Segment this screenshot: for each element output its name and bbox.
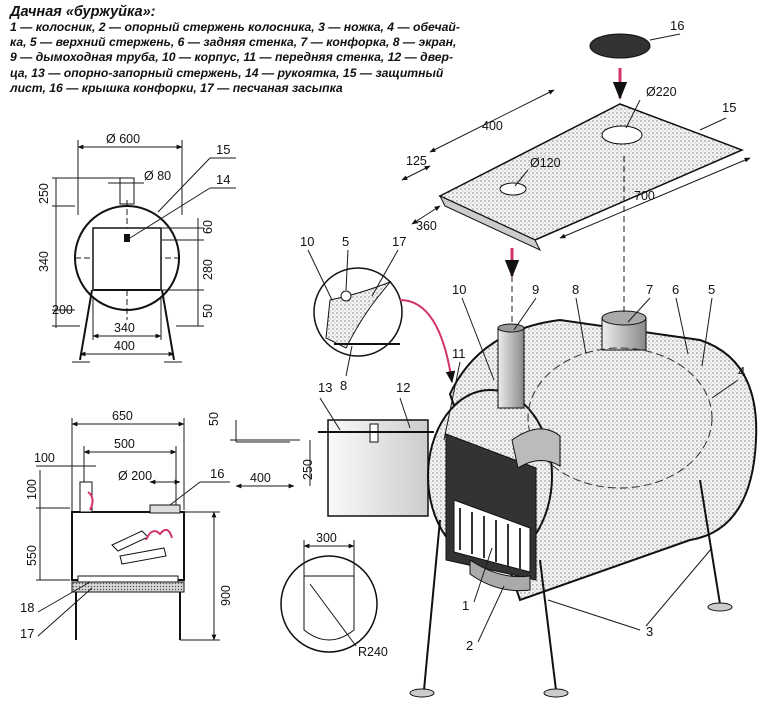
dim-door-w300: 300 — [316, 531, 337, 545]
dim-side-w500: 500 — [114, 437, 135, 451]
caption-line: 1 — колосник, 2 — опорный стержень колос… — [10, 20, 460, 34]
dim-door-w400: 400 — [250, 471, 271, 485]
caption-title: Дачная «буржуйка»: — [10, 4, 156, 20]
side-view: 650 500 100 Ø 200 100 550 900 16 — [20, 409, 233, 641]
dim-sheet-d220: Ø220 — [646, 85, 677, 99]
protective-sheet: 16 Ø220 Ø120 400 125 360 700 15 — [401, 18, 751, 278]
callout-detail-10: 10 — [300, 234, 314, 249]
caption-line: ца, 13 — опорно-запорный стержень, 14 — … — [10, 65, 444, 80]
dim-side-v550: 550 — [25, 545, 39, 566]
dim-front-v60: 60 — [201, 220, 215, 234]
dim-side-d200: Ø 200 — [118, 469, 152, 483]
caption-line: лист, 16 — крышка конфорки, 17 — песчана… — [10, 80, 343, 95]
callout-stove-6: 6 — [672, 282, 679, 297]
figure-caption: Дачная «буржуйка»: 1 — колосник, 2 — опо… — [10, 4, 460, 96]
callout-front-14: 14 — [216, 172, 230, 187]
dim-front-w400: 400 — [114, 339, 135, 353]
dim-sheet-w700: 700 — [634, 189, 655, 203]
callout-stove-4: 4 — [738, 364, 745, 379]
dim-door-v250: 250 — [301, 459, 315, 480]
callout-stove-5: 5 — [708, 282, 715, 297]
callout-stove-10: 10 — [452, 282, 466, 297]
caption-line: ка, 5 — верхний стержень, 6 — задняя сте… — [10, 35, 457, 50]
dim-door-r240: R240 — [358, 645, 388, 659]
dim-side-v100: 100 — [25, 479, 39, 500]
callout-front-15: 15 — [216, 142, 230, 157]
callout-door-12: 12 — [396, 380, 410, 395]
callout-sheet-16: 16 — [670, 18, 684, 33]
callout-stove-7: 7 — [646, 282, 653, 297]
dim-front-v250: 250 — [37, 183, 51, 204]
caption-line: 9 — дымоходная труба, 10 — корпус, 11 — … — [10, 50, 454, 65]
dim-side-w650: 650 — [112, 409, 133, 423]
callout-side-16: 16 — [210, 466, 224, 481]
callout-stove-11: 11 — [452, 346, 466, 361]
front-view: Ø 600 Ø 80 250 340 200 60 280 50 — [37, 132, 236, 363]
dim-front-d600: Ø 600 — [106, 132, 140, 146]
callout-stove-8: 8 — [572, 282, 579, 297]
dim-sheet-w125: 125 — [406, 154, 427, 168]
dim-front-w340: 340 — [114, 321, 135, 335]
callout-door-13: 13 — [318, 380, 332, 395]
door-shape-view: 300 R240 — [280, 531, 388, 659]
callout-stove-1: 1 — [462, 598, 469, 613]
dim-front-d80: Ø 80 — [144, 169, 171, 183]
dim-sheet-w360: 360 — [416, 219, 437, 233]
dim-front-v50: 50 — [201, 304, 215, 318]
dim-side-w100: 100 — [34, 451, 55, 465]
callout-stove-2: 2 — [466, 638, 473, 653]
callout-detail-17: 17 — [392, 234, 406, 249]
dim-front-v340: 340 — [37, 251, 51, 272]
dim-front-v200: 200 — [52, 303, 73, 317]
callout-sheet-15: 15 — [722, 100, 736, 115]
dim-front-v280: 280 — [201, 259, 215, 280]
dim-door-v50: 50 — [207, 412, 221, 426]
door-view: 50 400 250 13 12 — [207, 380, 434, 517]
dim-sheet-w400: 400 — [482, 119, 503, 133]
detail-view: 10 5 17 8 — [300, 234, 456, 393]
dim-side-v900: 900 — [219, 585, 233, 606]
callout-detail-5: 5 — [342, 234, 349, 249]
callout-stove-9: 9 — [532, 282, 539, 297]
callout-side-17: 17 — [20, 626, 34, 641]
callout-stove-3: 3 — [646, 624, 653, 639]
stove-main: 10 9 8 7 6 5 4 11 1 2 3 — [409, 156, 758, 698]
callout-side-18: 18 — [20, 600, 34, 615]
dim-sheet-d120: Ø120 — [530, 156, 561, 170]
callout-detail-8: 8 — [340, 378, 347, 393]
